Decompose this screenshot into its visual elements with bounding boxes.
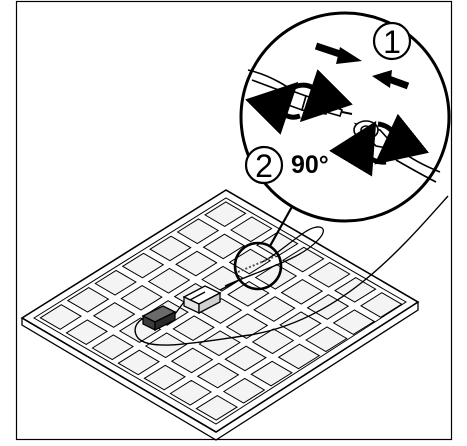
mat-tile	[120, 285, 163, 311]
mat-tile	[195, 395, 238, 421]
mat-tile	[149, 235, 192, 262]
step-1-badge: 1	[372, 21, 412, 61]
step-2-label: 2	[255, 148, 273, 184]
magnified-detail: 1 2 90°	[239, 11, 451, 223]
mat-tile	[251, 328, 295, 355]
mat-tile	[196, 362, 240, 389]
push-arrow-left-icon	[372, 70, 410, 90]
mat-tile	[222, 377, 266, 404]
connector-link-cable	[174, 301, 185, 315]
mat-tile	[225, 313, 269, 339]
mat-inner-border	[33, 197, 407, 425]
supply-cable	[134, 195, 449, 346]
mat-tile	[198, 330, 241, 357]
plug-connector-black	[141, 305, 177, 332]
mat-tile	[277, 343, 321, 370]
mat-tile	[66, 287, 110, 313]
mat-tile	[92, 302, 136, 328]
rotate-arrow-icon	[329, 113, 430, 177]
mat-tile	[306, 294, 350, 320]
mat-tile	[360, 292, 403, 318]
plug-connector-white	[182, 285, 222, 315]
loop-cable	[224, 226, 324, 287]
mat-tile	[170, 347, 214, 374]
push-arrow-right-icon	[314, 42, 362, 64]
mat-tile	[202, 233, 246, 260]
mat-tile	[176, 218, 220, 245]
mat-tile	[172, 315, 215, 341]
mat-tile	[334, 277, 377, 303]
mat-tile	[256, 231, 299, 258]
mat-tile	[204, 201, 247, 227]
target-detail	[237, 255, 277, 273]
mat-tile	[250, 360, 293, 387]
mat-tile	[91, 334, 134, 361]
angle-label: 90°	[291, 151, 329, 179]
mat-tile	[282, 246, 325, 273]
mat-edge	[21, 302, 419, 441]
mat-tiles	[39, 201, 403, 421]
step-2-badge: 2	[244, 145, 284, 185]
connector-cable	[219, 281, 237, 291]
mat-tile	[121, 252, 165, 279]
step-1-label: 1	[383, 24, 401, 60]
mat-tile	[308, 261, 351, 288]
mat-tile	[224, 345, 267, 372]
mat-tile	[253, 296, 296, 322]
mat-tile	[94, 269, 137, 296]
rotate-arrow-icon	[245, 69, 353, 135]
magnifier-circle	[239, 11, 451, 223]
mat-tile	[147, 267, 191, 294]
mat-tile	[169, 379, 212, 406]
mat-tile	[280, 279, 324, 305]
mat-tile	[39, 304, 82, 330]
mat-tile	[230, 216, 273, 243]
mat-tile	[279, 311, 322, 337]
magnify-target-circle	[233, 241, 283, 291]
mat-tile	[117, 349, 160, 376]
mat-tile	[143, 364, 186, 391]
mat-tile	[332, 309, 376, 335]
heating-mat	[20, 189, 420, 441]
mat-tile	[65, 319, 108, 345]
cable-assembly	[134, 195, 449, 346]
mat-tile	[305, 326, 348, 353]
mat-tile	[175, 250, 218, 277]
